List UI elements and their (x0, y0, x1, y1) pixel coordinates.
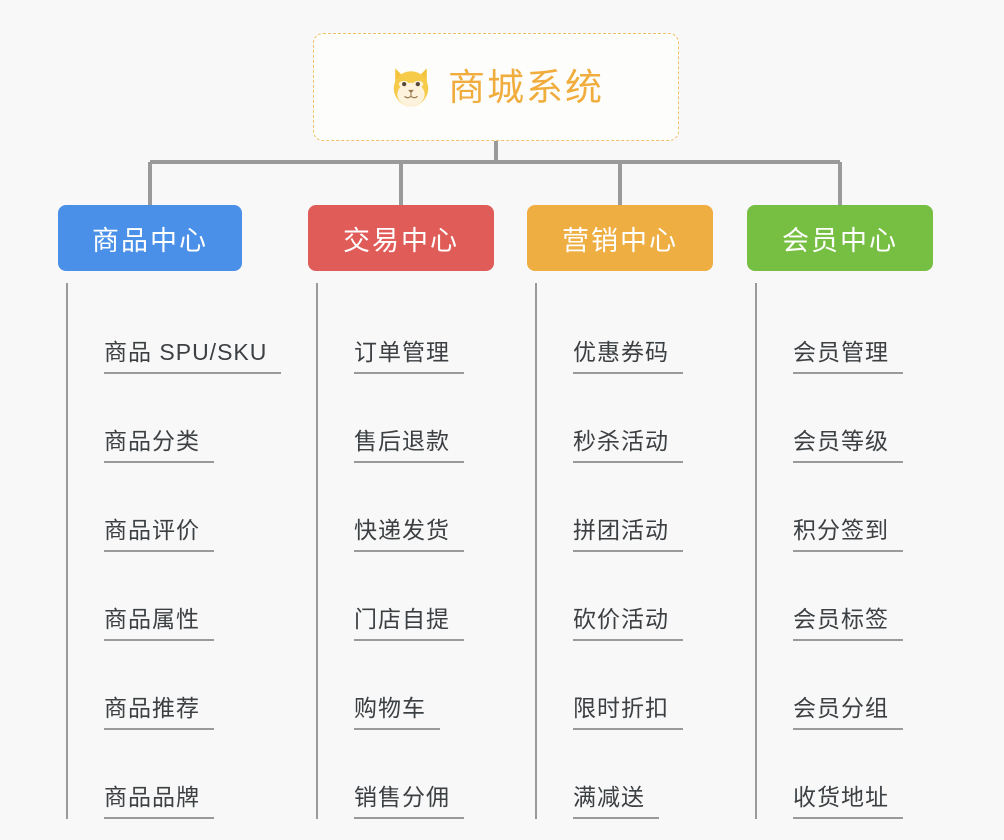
leaf-item-label: 快递发货 (354, 511, 464, 552)
branch-header-0[interactable]: 商品中心 (58, 205, 242, 271)
leaf-item[interactable]: 商品品牌 (68, 730, 242, 819)
leaf-item[interactable]: 商品推荐 (68, 641, 242, 730)
leaf-item-label: 购物车 (354, 689, 440, 730)
leaf-item[interactable]: 拼团活动 (537, 463, 713, 552)
dog-face-icon (393, 68, 429, 108)
branch-column-2: 营销中心优惠券码秒杀活动拼团活动砍价活动限时折扣满减送 (527, 205, 713, 819)
leaf-item-label: 收货地址 (793, 778, 903, 819)
leaf-item-label: 会员管理 (793, 333, 903, 374)
leaf-item-label: 优惠券码 (573, 333, 683, 374)
leaf-item-label: 秒杀活动 (573, 422, 683, 463)
leaf-item[interactable]: 商品 SPU/SKU (68, 285, 282, 374)
leaf-item[interactable]: 门店自提 (318, 552, 494, 641)
leaf-item[interactable]: 销售分佣 (318, 730, 494, 819)
leaf-item[interactable]: 快递发货 (318, 463, 494, 552)
leaf-list-1: 订单管理售后退款快递发货门店自提购物车销售分佣 (316, 283, 494, 819)
leaf-item-label: 积分签到 (793, 511, 903, 552)
leaf-item-label: 满减送 (573, 778, 659, 819)
branch-column-0: 商品中心商品 SPU/SKU 商品分类商品评价商品属性商品推荐商品品牌 (58, 205, 282, 819)
leaf-item[interactable]: 购物车 (318, 641, 494, 730)
leaf-item[interactable]: 秒杀活动 (537, 374, 713, 463)
leaf-item-label: 商品品牌 (104, 778, 214, 819)
leaf-item-label: 订单管理 (354, 333, 464, 374)
leaf-item-label: 砍价活动 (573, 600, 683, 641)
root-title: 商城系统 (448, 66, 604, 108)
branch-header-3[interactable]: 会员中心 (747, 205, 933, 271)
leaf-item-label: 会员标签 (793, 600, 903, 641)
leaf-item[interactable]: 商品分类 (68, 374, 242, 463)
leaf-item[interactable]: 会员分组 (757, 641, 933, 730)
leaf-list-2: 优惠券码秒杀活动拼团活动砍价活动限时折扣满减送 (535, 283, 713, 819)
leaf-item[interactable]: 积分签到 (757, 463, 933, 552)
branch-header-2[interactable]: 营销中心 (527, 205, 713, 271)
leaf-item-label: 商品属性 (104, 600, 214, 641)
leaf-list-3: 会员管理会员等级积分签到会员标签会员分组收货地址 (755, 283, 933, 819)
leaf-item[interactable]: 砍价活动 (537, 552, 713, 641)
leaf-item[interactable]: 订单管理 (318, 285, 494, 374)
leaf-item-label: 商品推荐 (104, 689, 214, 730)
leaf-item[interactable]: 商品评价 (68, 463, 242, 552)
leaf-item[interactable]: 优惠券码 (537, 285, 713, 374)
leaf-item-label: 拼团活动 (573, 511, 683, 552)
leaf-item-label: 限时折扣 (573, 689, 683, 730)
leaf-item[interactable]: 会员管理 (757, 285, 933, 374)
leaf-item[interactable]: 满减送 (537, 730, 713, 819)
leaf-item-label: 销售分佣 (354, 778, 464, 819)
leaf-item[interactable]: 商品属性 (68, 552, 242, 641)
branch-column-3: 会员中心会员管理会员等级积分签到会员标签会员分组收货地址 (747, 205, 933, 819)
leaf-item[interactable]: 售后退款 (318, 374, 494, 463)
branch-header-1[interactable]: 交易中心 (308, 205, 494, 271)
leaf-item-label: 会员分组 (793, 689, 903, 730)
leaf-item-label: 售后退款 (354, 422, 464, 463)
leaf-item-label: 商品 SPU/SKU (104, 333, 282, 374)
root-node[interactable]: 商城系统 (313, 33, 679, 141)
leaf-item[interactable]: 限时折扣 (537, 641, 713, 730)
leaf-item-label: 会员等级 (793, 422, 903, 463)
leaf-item-label: 商品评价 (104, 511, 214, 552)
leaf-item[interactable]: 会员等级 (757, 374, 933, 463)
leaf-item-label: 门店自提 (354, 600, 464, 641)
leaf-item-label: 商品分类 (104, 422, 214, 463)
leaf-item[interactable]: 收货地址 (757, 730, 933, 819)
leaf-list-0: 商品 SPU/SKU 商品分类商品评价商品属性商品推荐商品品牌 (66, 283, 282, 819)
branch-column-1: 交易中心订单管理售后退款快递发货门店自提购物车销售分佣 (308, 205, 494, 819)
leaf-item[interactable]: 会员标签 (757, 552, 933, 641)
